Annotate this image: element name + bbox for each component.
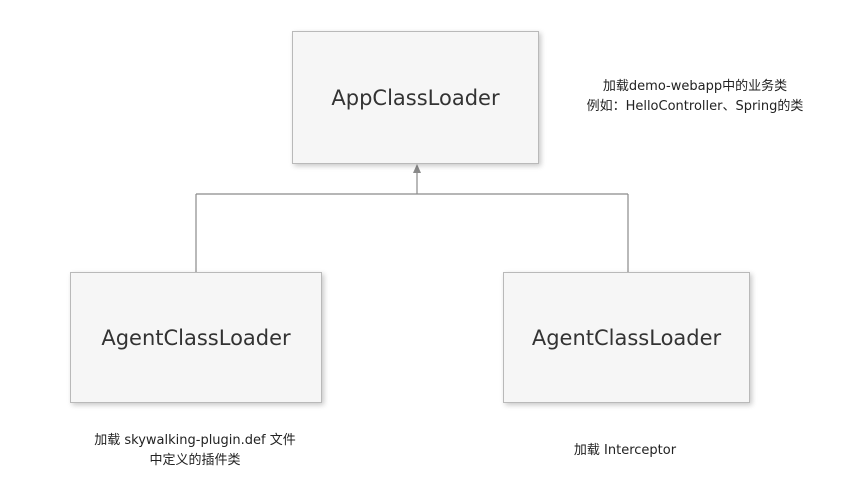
agent-left-note: 加载 skywalking-plugin.def 文件 中定义的插件类 [40, 431, 350, 471]
agent-classloader-right-label: AgentClassLoader [531, 325, 722, 350]
agent-left-note-line1: 加载 skywalking-plugin.def 文件 [94, 433, 296, 448]
agent-classloader-left-label: AgentClassLoader [101, 325, 291, 350]
inheritance-arrowhead [413, 164, 421, 173]
app-classloader-note: 加载demo-webapp中的业务类 例如：HelloController、Sp… [555, 77, 835, 117]
agent-left-note-line2: 中定义的插件类 [149, 453, 241, 468]
app-classloader-label: AppClassLoader [331, 85, 500, 110]
agent-classloader-left-box: AgentClassLoader [70, 272, 322, 403]
agent-right-note: 加载 Interceptor [545, 441, 705, 461]
app-note-line2: 例如：HelloController、Spring的类 [586, 99, 804, 114]
agent-right-note-line1: 加载 Interceptor [573, 443, 677, 458]
app-note-line1: 加载demo-webapp中的业务类 [602, 79, 788, 94]
app-classloader-box: AppClassLoader [292, 31, 539, 164]
agent-classloader-right-box: AgentClassLoader [503, 272, 750, 403]
